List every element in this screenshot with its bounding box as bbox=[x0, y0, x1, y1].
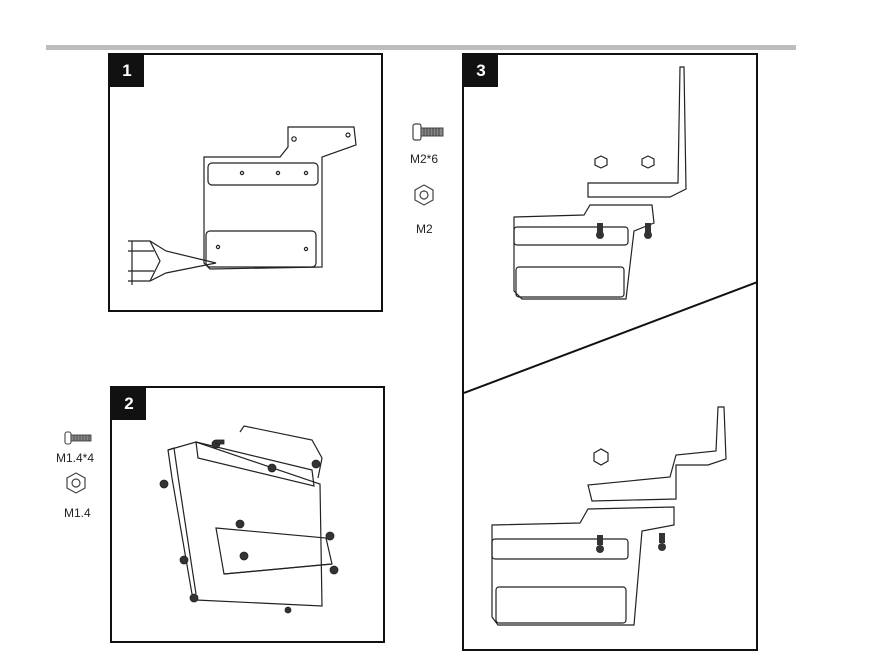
divider-line bbox=[464, 281, 756, 394]
hex-nut-icon bbox=[414, 184, 434, 206]
upper-slot bbox=[207, 162, 319, 186]
step-3-badge: 3 bbox=[464, 55, 498, 87]
lower-slot bbox=[205, 230, 317, 268]
screw-m2-label: M2*6 bbox=[410, 152, 439, 166]
tweezer-tool bbox=[128, 240, 217, 285]
screw-icon bbox=[64, 431, 92, 445]
step-2-badge: 2 bbox=[112, 388, 146, 420]
assembly-bottom bbox=[491, 406, 727, 626]
hex-nut-icon bbox=[66, 472, 86, 494]
nut-m2-label: M2 bbox=[416, 222, 433, 236]
step-1-panel: 1 bbox=[108, 53, 383, 312]
header-rule bbox=[46, 45, 796, 50]
step-3-panel: 3 bbox=[462, 53, 758, 651]
bracket-plate bbox=[203, 126, 357, 270]
step-1-badge: 1 bbox=[110, 55, 144, 87]
screws bbox=[159, 439, 339, 614]
base-plate bbox=[167, 441, 323, 607]
nut-m14-label: M1.4 bbox=[64, 506, 91, 520]
step-3-illustration bbox=[464, 66, 756, 626]
top-bracket bbox=[195, 441, 315, 487]
step-2-panel: 2 bbox=[110, 386, 385, 643]
step-1-illustration bbox=[128, 126, 357, 285]
assembly-top bbox=[513, 66, 687, 300]
screw-icon bbox=[412, 123, 444, 141]
mid-plate bbox=[215, 527, 333, 575]
screw-m14-label: M1.4*4 bbox=[56, 451, 95, 465]
step-2-illustration bbox=[159, 425, 339, 614]
